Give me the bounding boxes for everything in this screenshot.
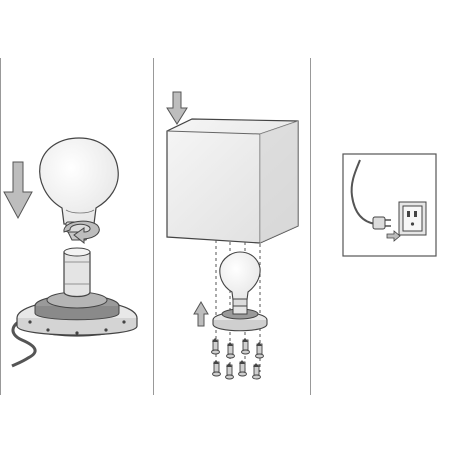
screw-icon (226, 343, 235, 359)
plug-icon (372, 216, 391, 230)
panel-step-3 (342, 153, 437, 257)
screw-icon (225, 364, 234, 380)
arrow-down-icon (3, 161, 33, 220)
wall-socket-icon (398, 201, 427, 236)
base-icon (11, 247, 138, 368)
base-icon (212, 305, 268, 332)
screw-icon (238, 361, 247, 377)
rotate-arrow-icon (63, 220, 100, 245)
screw-icon (241, 339, 250, 355)
panel-step-1 (3, 137, 138, 368)
bulb-icon (219, 251, 261, 308)
screw-up-arrows (212, 338, 262, 367)
arrow-up-icon (193, 301, 209, 327)
panel-step-2 (166, 91, 299, 380)
power-cable (11, 316, 37, 368)
arrow-right-icon (386, 230, 401, 242)
screws-group (211, 339, 264, 380)
cube-shade-icon (166, 118, 299, 244)
screw-icon (255, 343, 264, 359)
power-cable (350, 159, 377, 225)
screw-icon (212, 361, 221, 377)
screw-icon (211, 339, 220, 355)
screw-icon (252, 364, 261, 380)
arrow-down-icon (166, 91, 188, 125)
